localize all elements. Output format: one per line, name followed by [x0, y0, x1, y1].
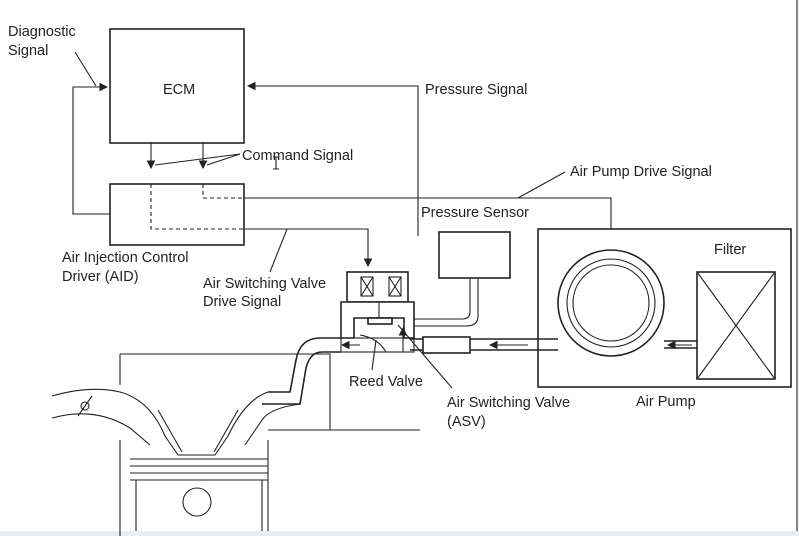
port-inner [51, 403, 301, 446]
throttle-plate [77, 395, 93, 417]
filter-label: Filter [714, 242, 746, 258]
pump-outer-ring [557, 249, 665, 357]
diagnostic-leader [74, 51, 97, 87]
pressure-signal-line [246, 81, 419, 236]
coil-left [360, 276, 374, 297]
coil-right [388, 276, 402, 297]
piston-pin [182, 487, 212, 517]
asv-internal-dash [150, 184, 288, 230]
coil-left-x2 [360, 276, 374, 297]
filter-cross-2 [696, 271, 776, 380]
asv-drive-label-2: Drive Signal [203, 294, 281, 310]
air-pump-label: Air Pump [636, 394, 696, 410]
pump-rotor [572, 264, 650, 342]
command-signal-label: Command Signal [242, 148, 353, 164]
sensor-hose-inner [410, 278, 479, 327]
pump-internal-dash [202, 184, 244, 199]
cylinder-walls [119, 416, 420, 536]
cylinder-head-top [120, 353, 331, 416]
asv-drive-leader [269, 228, 288, 273]
asv-drive-label-1: Air Switching Valve [203, 276, 326, 292]
aid-label-1: Air Injection Control [62, 250, 189, 266]
asv-label-2: (ASV) [447, 414, 486, 430]
coil-right-x2 [388, 276, 402, 297]
sensor-hose-outer [410, 278, 471, 320]
pressure-sensor-label: Pressure Sensor [421, 205, 529, 221]
aid-label-2: Driver (AID) [62, 269, 139, 285]
ecm-box [109, 28, 245, 144]
diagnostic-signal-line [72, 82, 110, 215]
pressure-signal-label: Pressure Signal [425, 82, 527, 98]
intake-port-top [51, 388, 269, 456]
text-cursor-icon [273, 156, 279, 170]
throttle-shaft [80, 401, 90, 411]
aid-box [109, 183, 245, 246]
diagnostic-label-1: Diagnostic [8, 24, 76, 40]
reed-valve-label: Reed Valve [349, 374, 423, 390]
command-leader-2 [206, 153, 241, 166]
air-pump-drive-label: Air Pump Drive Signal [570, 164, 712, 180]
asv-drive-line [244, 228, 373, 268]
injection-pipe-bottom [262, 351, 341, 405]
intake-valve [157, 409, 183, 453]
command-leader-1 [154, 153, 241, 166]
asv-label-1: Air Switching Valve [447, 395, 570, 411]
injection-pipe-top [268, 337, 341, 393]
asv-poppet [367, 317, 393, 325]
pump-mid-ring [566, 258, 656, 348]
ecm-label: ECM [163, 82, 195, 98]
pipe-coupler [422, 336, 471, 354]
exhaust-valve [213, 409, 239, 453]
piston-skirt [135, 480, 263, 531]
asv-leader [397, 324, 453, 389]
air-pump-drive-leader [517, 171, 566, 199]
bottom-strip [0, 531, 799, 536]
pressure-sensor-box [438, 231, 511, 279]
diagnostic-label-2: Signal [8, 43, 48, 59]
reed-leader [371, 339, 377, 371]
